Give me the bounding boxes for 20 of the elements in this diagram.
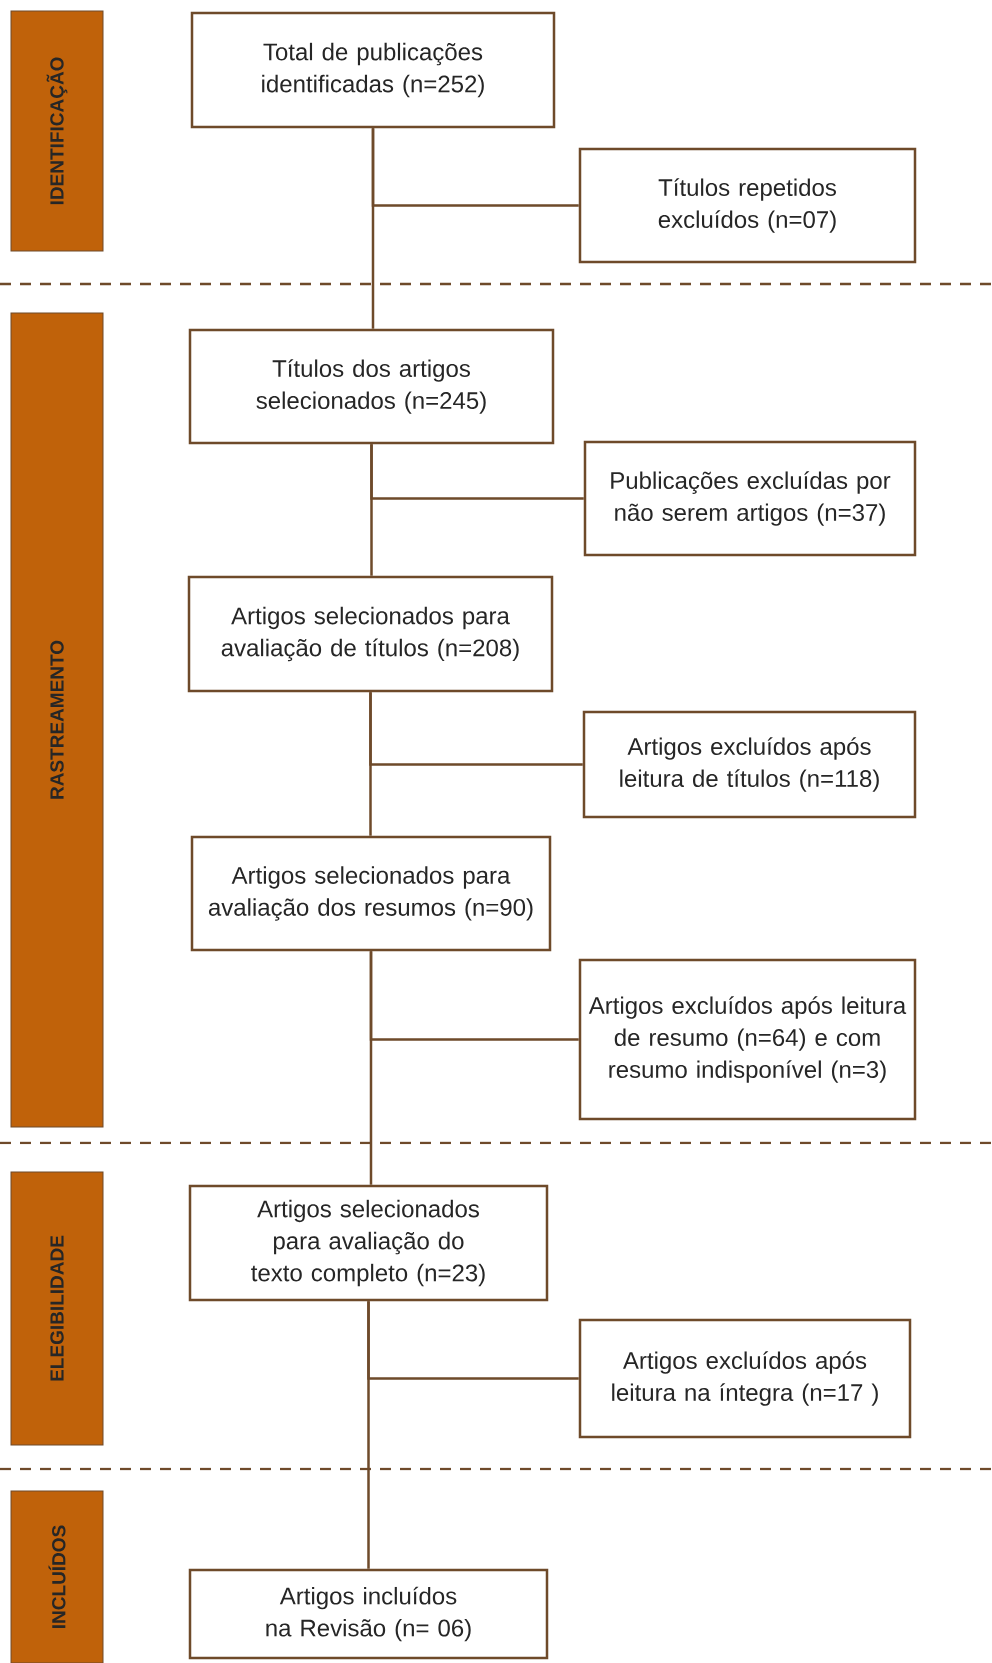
phase-band: INCLUÍDOS — [10, 1490, 104, 1663]
process-box: Títulos repetidos excluídos (n=07) — [578, 147, 917, 264]
process-box: Artigos selecionados para avaliação de títulos (n=208) — [187, 575, 554, 693]
process-box: Artigos selecionados para avaliação do texto completo (n=23) — [188, 1184, 549, 1302]
process-box: Total de publicações identificadas (n=252) — [190, 11, 556, 129]
process-box: Artigos incluídos na Revisão (n= 06) — [188, 1568, 549, 1660]
connector-line — [369, 692, 583, 766]
process-box: Publicações excluídas por não serem artigos (n=37) — [583, 440, 917, 557]
phase-band: IDENTIFICAÇÃO — [10, 10, 104, 252]
process-box: Artigos excluídos após leitura na íntegra (n=17 ) — [578, 1318, 912, 1439]
process-box: Artigos excluídos após leitura de resumo (n=64) e com resumo indisponível (n=3) — [578, 958, 917, 1121]
phase-band: RASTREAMENTO — [10, 312, 104, 1128]
process-box: Títulos dos artigos selecionados (n=245) — [188, 328, 555, 445]
connector-line — [369, 951, 579, 1041]
connector-line — [367, 1301, 579, 1380]
connector-line — [370, 444, 584, 500]
phase-band: ELEGIBILIDADE — [10, 1171, 104, 1446]
connector-line — [371, 128, 579, 207]
process-box: Artigos selecionados para avaliação dos resumos (n=90) — [190, 835, 552, 952]
process-box: Artigos excluídos após leitura de títulos (n=118) — [582, 710, 917, 819]
